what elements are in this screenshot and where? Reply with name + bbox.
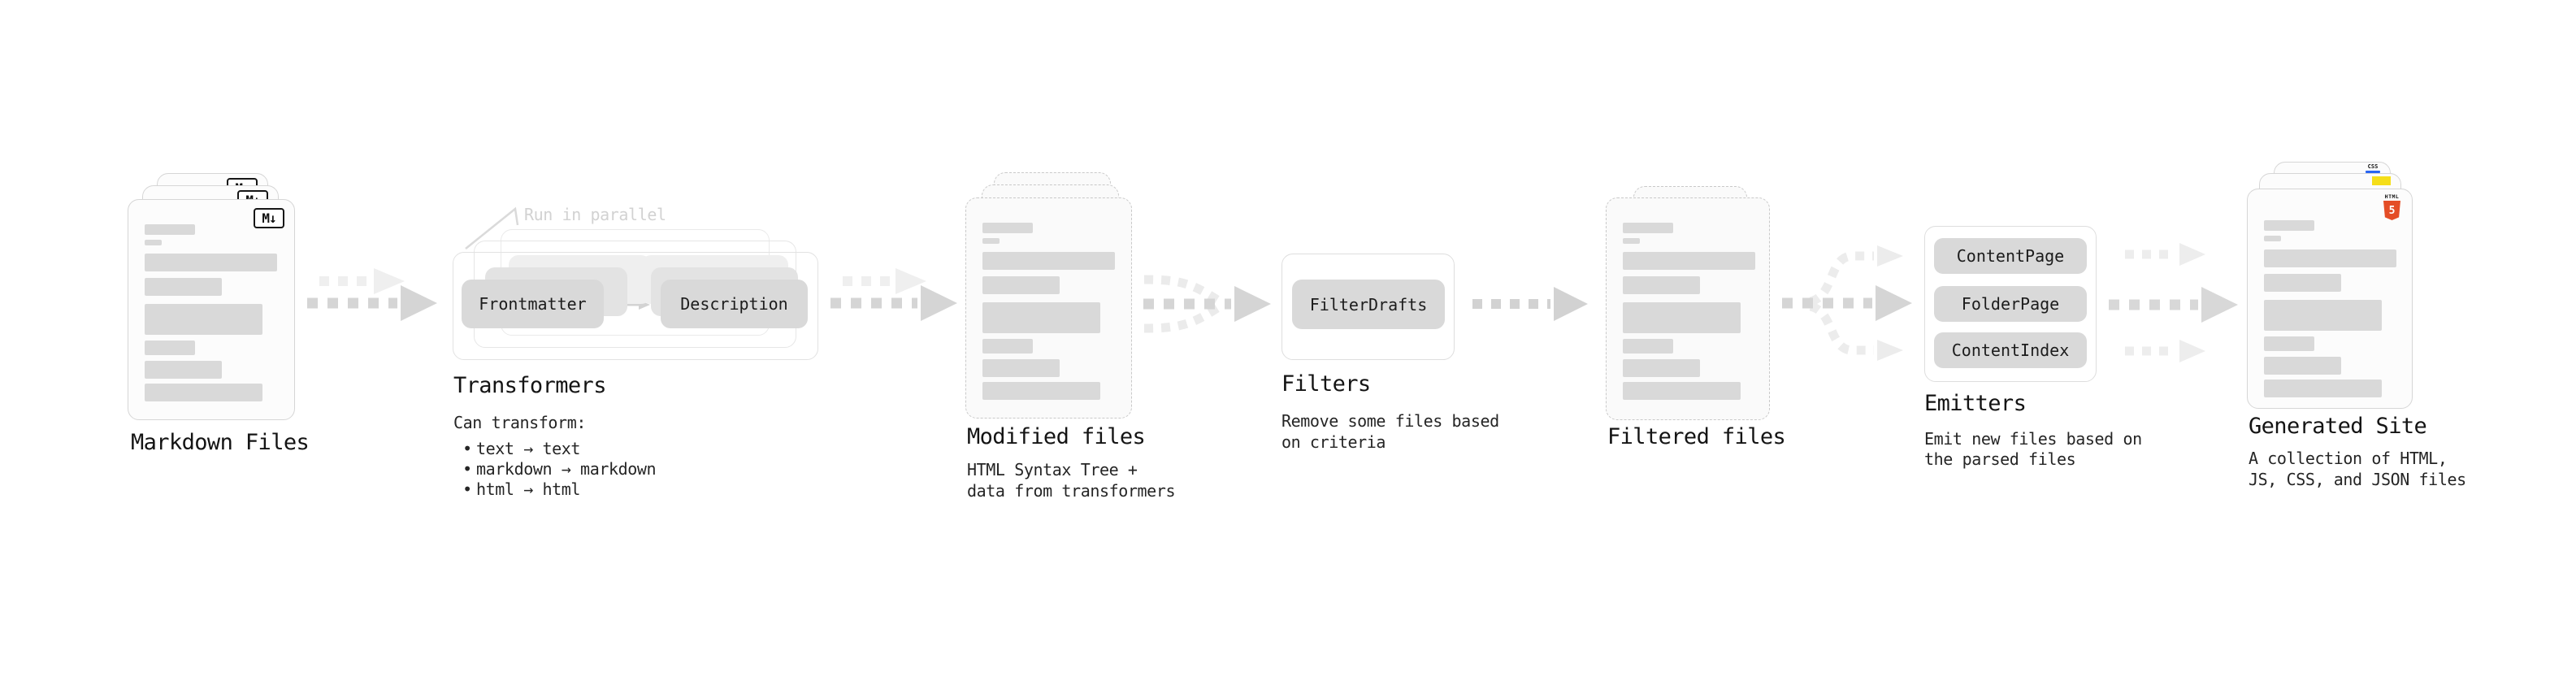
stage-label-generated-site: Generated Site xyxy=(2249,414,2427,439)
bullet-icon: • xyxy=(462,439,472,458)
document-content-placeholder xyxy=(1623,223,1755,400)
folderpage-emitter-button: FolderPage xyxy=(1934,286,2087,322)
stage-generated-site: CSS HTML 5 Generated Site A collection o… xyxy=(2231,154,2466,512)
frontmatter-transformer-button: Frontmatter xyxy=(462,280,604,328)
stage-label-markdown-files: Markdown Files xyxy=(131,430,310,455)
stage-label-emitters: Emitters xyxy=(1924,391,2027,416)
filtered-to-emitters-split-arrow xyxy=(1782,245,1912,361)
contentpage-emitter-button: ContentPage xyxy=(1934,238,2087,274)
markdown-file-card-front: M↓ xyxy=(128,199,295,420)
description-transformer-button: Description xyxy=(661,280,808,328)
list-item: • html → html xyxy=(458,479,656,500)
emitters-description: Emit new files based on the parsed files xyxy=(1924,429,2142,469)
filterdrafts-button: FilterDrafts xyxy=(1292,280,1445,329)
stage-filters: FilterDrafts Filters Remove some files b… xyxy=(1268,244,1528,471)
stage-emitters: ContentPage FolderPage ContentIndex Emit… xyxy=(1910,219,2170,488)
bullet-icon: • xyxy=(462,459,472,479)
markdown-icon: M↓ xyxy=(254,208,284,228)
transformers-to-modified-arrow xyxy=(830,268,957,321)
generated-html-file-card: HTML 5 xyxy=(2247,189,2413,409)
stage-label-filters: Filters xyxy=(1281,371,1371,397)
modified-files-description: HTML Syntax Tree + data from transformer… xyxy=(967,460,1176,501)
javascript-icon xyxy=(2372,176,2391,185)
contentindex-emitter-button: ContentIndex xyxy=(1934,332,2087,368)
emitters-panel xyxy=(1924,226,2097,382)
transformers-description-title: Can transform: xyxy=(453,413,586,432)
html5-icon: HTML 5 xyxy=(2383,193,2401,220)
bullet-icon: • xyxy=(462,479,472,499)
list-item: • text → text xyxy=(458,439,656,459)
filters-panel xyxy=(1281,254,1455,360)
stage-label-modified-files: Modified files xyxy=(967,424,1146,449)
filtered-file-card-front xyxy=(1606,197,1770,420)
stage-modified-files: Modified files HTML Syntax Tree + data f… xyxy=(951,158,1195,516)
css-icon: CSS xyxy=(2366,164,2380,173)
stage-transformers: Run in parallel Frontmatter Description … xyxy=(439,203,829,512)
transformer-layer-front xyxy=(453,252,818,360)
document-content-placeholder xyxy=(145,224,277,401)
stage-markdown-files: M↓ M↓ M↓ Markdown Files xyxy=(114,158,325,475)
transformers-bullet-list: • text → text • markdown → markdown • ht… xyxy=(458,439,656,500)
document-content-placeholder xyxy=(2264,220,2396,397)
stage-label-transformers: Transformers xyxy=(453,373,606,398)
stage-filtered-files: Filtered files xyxy=(1589,171,1800,479)
markdown-to-transformers-arrow xyxy=(307,268,437,321)
run-in-parallel-annotation: Run in parallel xyxy=(524,205,666,224)
document-content-placeholder xyxy=(982,223,1115,400)
stage-label-filtered-files: Filtered files xyxy=(1607,424,1786,449)
filters-description: Remove some files based on criteria xyxy=(1281,411,1499,452)
list-item: • markdown → markdown xyxy=(458,459,656,479)
modified-file-card-front xyxy=(965,197,1132,419)
generated-site-description: A collection of HTML, JS, CSS, and JSON … xyxy=(2249,449,2466,489)
